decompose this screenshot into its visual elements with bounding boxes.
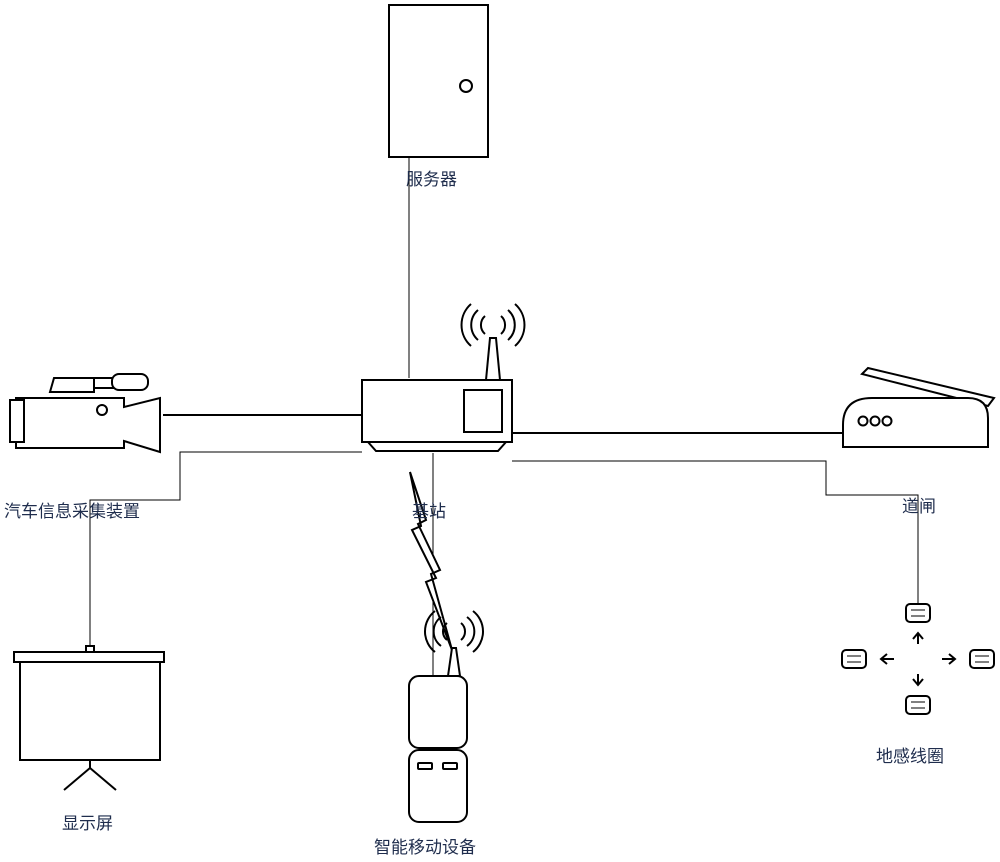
gate-label: 道闸	[902, 497, 936, 517]
server-label: 服务器	[406, 170, 457, 190]
smart-mobile-device-icon	[408, 610, 485, 823]
loop-pad-bottom	[905, 695, 931, 715]
car-info-device-icon	[9, 373, 161, 454]
ground-loop-icon	[841, 603, 995, 715]
car-info-device-label: 汽车信息采集装置	[4, 502, 140, 522]
display-screen-icon	[13, 645, 165, 791]
base-station-icon	[361, 303, 526, 452]
server-icon	[388, 4, 489, 158]
ground-loop-label: 地感线圈	[876, 747, 944, 767]
gate-icon	[842, 366, 996, 448]
loop-pad-left	[841, 649, 867, 669]
base-to-display-line	[89, 451, 362, 647]
loop-arrows	[879, 631, 957, 687]
base-station-label: 基站	[412, 502, 446, 522]
base-to-ground-loop-line	[512, 460, 919, 605]
loop-pad-right	[969, 649, 995, 669]
smart-mobile-device-label: 智能移动设备	[374, 838, 476, 858]
loop-pad-top	[905, 603, 931, 623]
display-screen-label: 显示屏	[62, 814, 113, 834]
